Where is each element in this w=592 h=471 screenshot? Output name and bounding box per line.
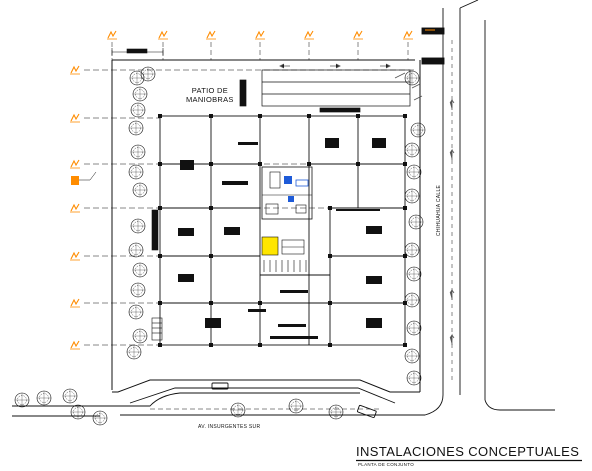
west-stairs <box>151 209 163 341</box>
patio-label-line2: MANIOBRAS <box>186 95 234 104</box>
title-underline <box>356 459 582 462</box>
site-boundary <box>111 59 421 393</box>
loading-lanes <box>239 69 411 113</box>
drawing-title: INSTALACIONES CONCEPTUALES <box>356 444 580 459</box>
south-street <box>12 382 396 419</box>
room-tags <box>178 138 386 339</box>
horizontal-axis-lines <box>84 69 415 346</box>
left-axis-markers <box>69 65 97 350</box>
east-street <box>120 0 555 416</box>
south-street-label: AV. INSURGENTES SUR <box>198 424 261 430</box>
patio-de-maniobras-label: PATIO DE MANIOBRAS <box>186 86 234 104</box>
vertical-axis-lines <box>111 42 409 60</box>
east-traffic-arrows <box>449 98 455 345</box>
tree-symbols <box>14 66 426 426</box>
lane-arrows <box>279 63 423 101</box>
drawing-subtitle: PLANTA DE CONJUNTO <box>358 462 414 467</box>
east-street-label: CHIHUAHUA CALLE <box>436 184 442 236</box>
top-dimension-line <box>111 48 164 56</box>
core-services <box>261 166 313 272</box>
top-axis-markers <box>106 30 414 40</box>
structural-columns <box>158 114 407 347</box>
patio-label-line1: PATIO DE <box>191 86 228 95</box>
